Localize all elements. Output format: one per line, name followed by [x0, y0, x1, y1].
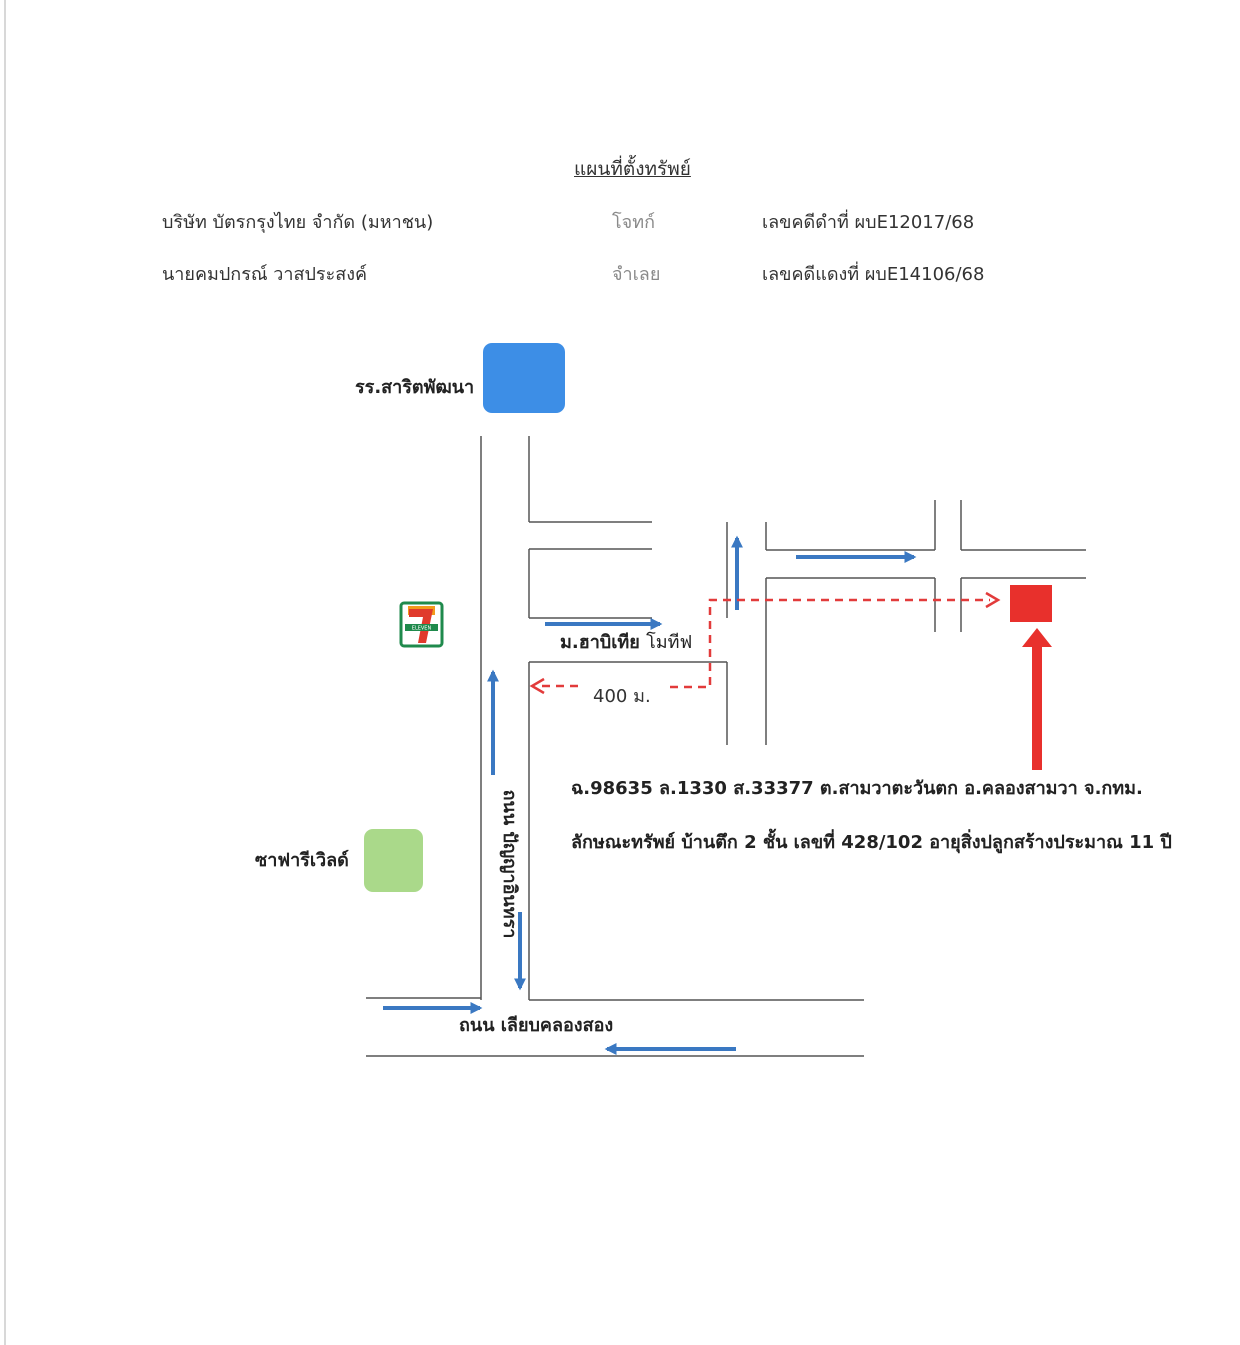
property-pointer-shaft: [1032, 645, 1042, 770]
route-line: [670, 598, 990, 689]
road-lines: [366, 436, 1086, 1057]
seven-eleven-seven: [409, 609, 433, 643]
defendant-role: จำเลย: [612, 264, 661, 285]
route-head-west: [529, 677, 545, 695]
scan-edge: [4, 0, 6, 1345]
main-road-label: ถนน เลียบคลองสอง: [459, 1015, 614, 1036]
distance-label: 400 ม.: [593, 686, 651, 707]
title-deed-info: ฉ.98635 ล.1330 ส.33377 ต.สามวาตะวันตก อ.…: [571, 778, 1143, 799]
village-name: ม.ฮาบิเทีย: [560, 632, 640, 653]
plaintiff-name: บริษัท บัตรกรุงไทย จำกัด (มหาชน): [162, 212, 434, 233]
safari-world-label: ซาฟารีเวิลด์: [255, 850, 349, 871]
plaintiff-role: โจทก์: [612, 212, 655, 233]
school-marker: [483, 343, 565, 413]
property-description: ลักษณะทรัพย์ บ้านตึก 2 ชั้น เลขที่ 428/1…: [571, 832, 1172, 853]
defendant-name: นายคมปกรณ์ วาสประสงค์: [162, 264, 368, 285]
black-case-number: เลขคดีดำที่ ผบE12017/68: [762, 212, 975, 233]
route-head-east: [985, 591, 1001, 609]
village-suffix: โมทีฟ: [646, 632, 693, 653]
seven-eleven-logo-text: ELEVEN: [412, 626, 432, 632]
red-case-number: เลขคดีแดงที่ ผบE14106/68: [762, 264, 985, 285]
school-label: รร.สาริตพัฒนา: [355, 377, 475, 398]
safari-world-marker: [364, 829, 423, 892]
seven-eleven-green-band: [405, 624, 438, 631]
route-path: [540, 598, 990, 689]
route-arrowheads: [529, 591, 1001, 695]
side-road-label: ถนน ปัญญาอินทรา: [499, 789, 520, 939]
direction-arrows: [383, 535, 917, 1055]
property-pointer-head: [1022, 628, 1052, 647]
seven-eleven-logo: ELEVEN: [399, 601, 444, 648]
village-label: ม.ฮาบิเทีย โมทีฟ: [560, 634, 692, 652]
page-title: แผนที่ตั้งทรัพย์: [574, 158, 691, 180]
property-marker: [1010, 585, 1052, 622]
